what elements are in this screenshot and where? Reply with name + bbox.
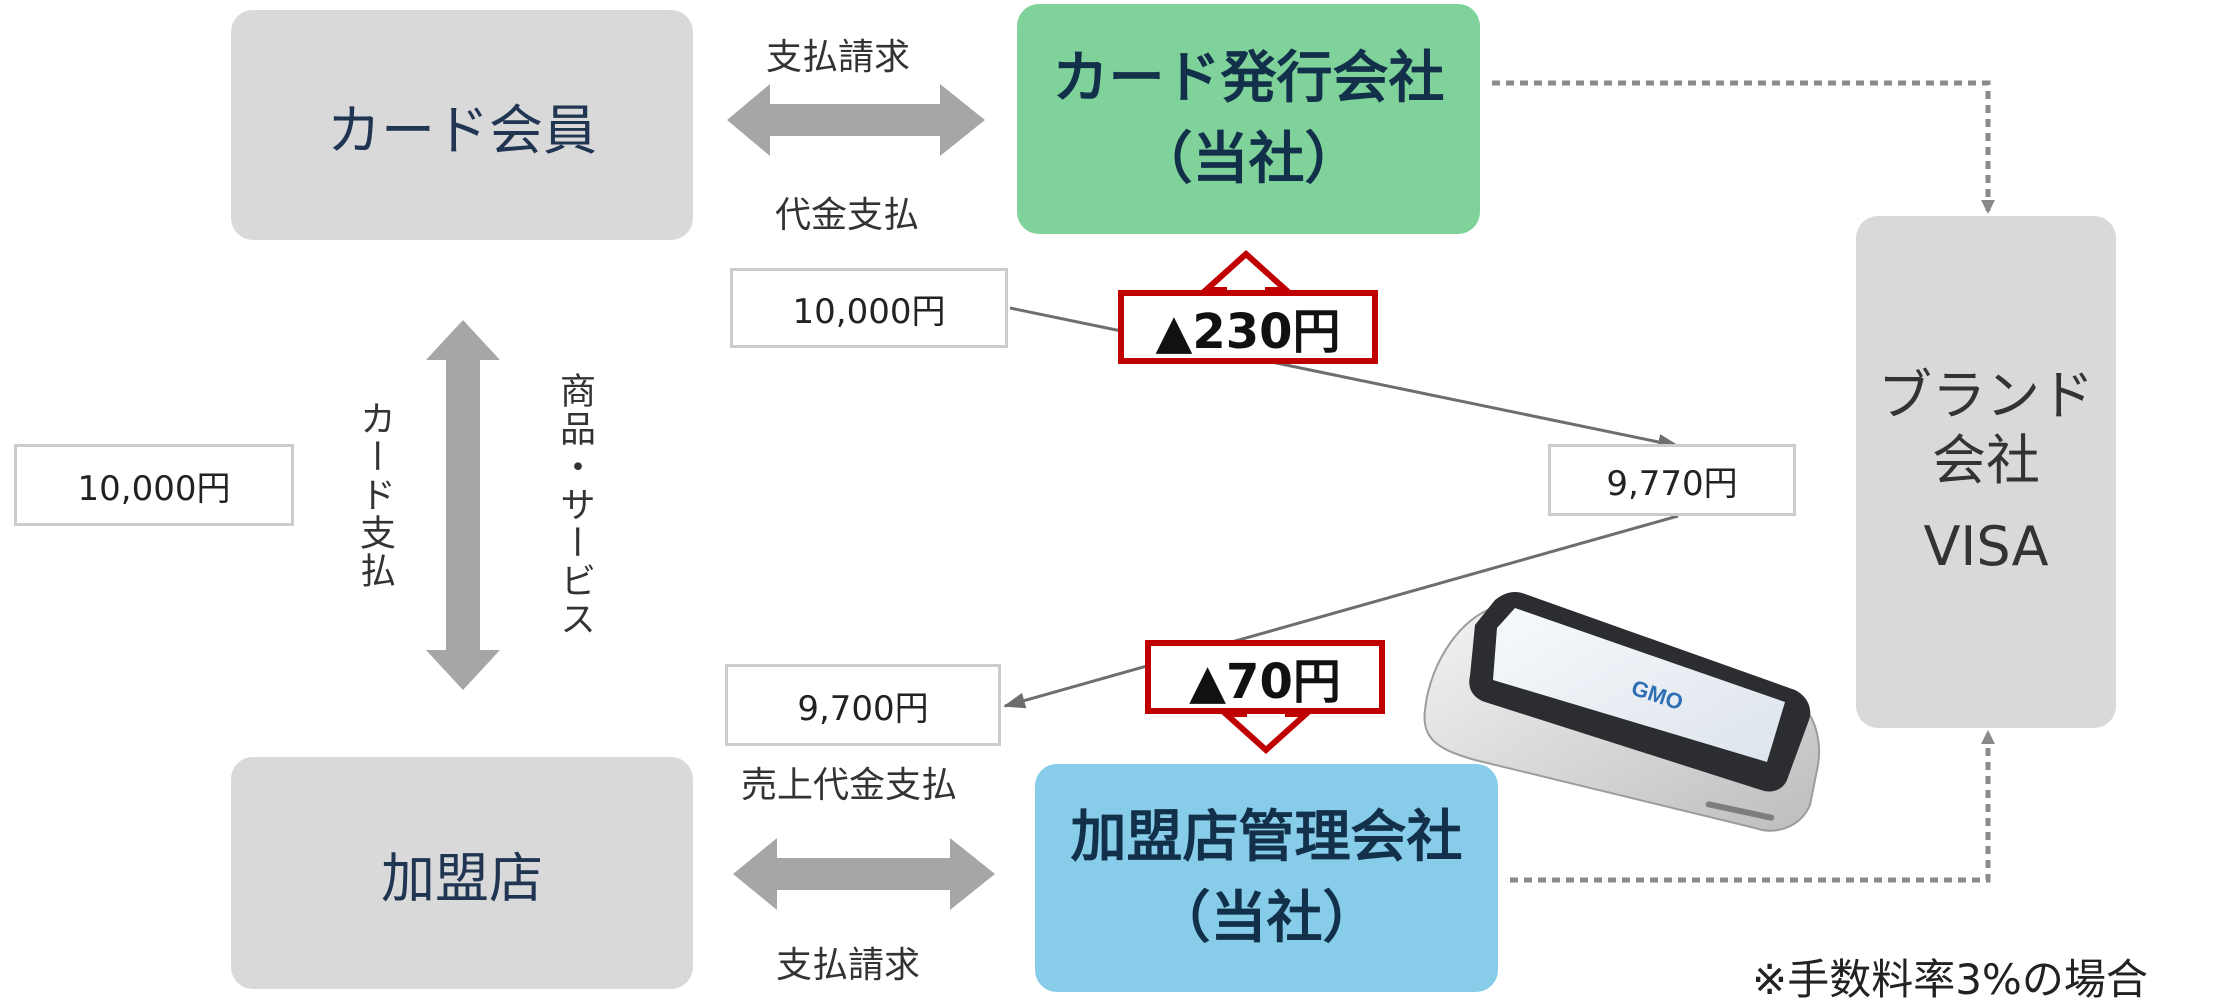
goods-services-label: 商品・サービス [554,372,595,638]
card-member-label: カード会員 [327,98,597,162]
payment-request-bottom-label: 支払請求 [776,945,921,986]
brand-visa-label: VISA [1923,515,2049,579]
issuer-amount: 10,000円 [792,291,946,332]
acquirer-fee: ▲70円 [1189,654,1341,710]
merchant-node: 加盟店 [231,757,693,989]
card-issuer-node: カード発行会社 （当社） [1017,4,1480,234]
card-member-node: カード会員 [231,10,693,240]
acquirer-fee-box: ▲70円 [1145,640,1385,714]
issuer-amount-box: 10,000円 [730,268,1008,348]
merchant-manager-node: 加盟店管理会社 （当社） [1035,764,1498,992]
double-arrow-top [727,84,985,156]
issuer-fee: ▲230円 [1155,304,1341,360]
terminal-slot [1705,801,1775,821]
payment-request-top-label: 支払請求 [766,37,911,78]
sales-payment-label: 売上代金支払 [741,765,958,806]
merchant-manager-label: 加盟店管理会社 [1070,804,1463,870]
merchant-amount-box: 9,700円 [725,664,1001,746]
member-amount-box: 10,000円 [14,444,294,526]
dotted-connector-acquirer-brand [1510,730,1995,883]
payment-top-label: 代金支払 [775,195,920,236]
brand-company-label: 会社 [1932,428,2040,492]
merchant-manager-suffix: （当社） [1154,886,1379,951]
brand-label: ブランド [1878,363,2094,427]
double-arrow-bottom [733,838,995,910]
member-amount: 10,000円 [77,468,231,509]
issuer-fee-box: ▲230円 [1118,290,1378,364]
brand-node: ブランド 会社 VISA [1856,216,2116,728]
brand-amount: 9,770円 [1606,463,1738,504]
terminal-screen [1493,608,1785,762]
merchant-label: 加盟店 [381,846,543,910]
card-issuer-label: カード発行会社 [1052,45,1445,111]
payment-terminal-image: GMO [1423,592,1821,832]
dotted-connector-issuer-brand [1492,80,1995,214]
brand-amount-box: 9,770円 [1548,444,1796,516]
merchant-amount: 9,700円 [797,688,929,729]
card-issuer-suffix: （当社） [1136,127,1361,192]
card-payment-label: カード支払 [354,400,395,590]
fee-rate-note: ※手数料率3%の場合 [1752,955,2148,1004]
double-arrow-vertical [426,320,500,690]
flow-line-brand-to-merchant [1003,514,1679,709]
